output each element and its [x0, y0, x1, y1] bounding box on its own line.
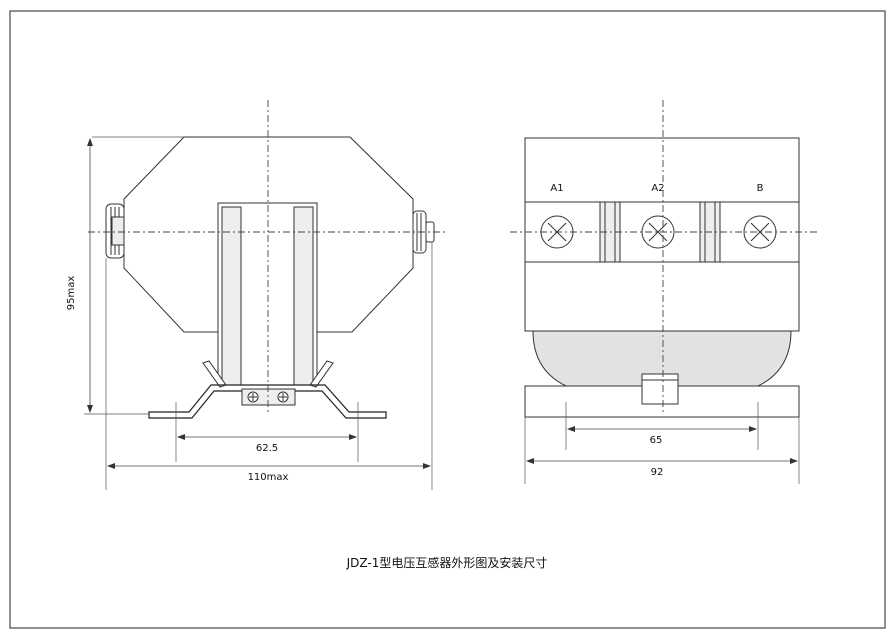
left-terminal-knob: [105, 203, 125, 259]
terminal-label-a1: A1: [550, 183, 563, 194]
side-view: A1 A2 B: [510, 100, 820, 484]
side-bolt-spacing-dimension-label: 65: [650, 435, 663, 446]
screw-icon: [277, 391, 289, 403]
total-width-dimension-label: 110max: [248, 472, 289, 483]
front-view: 95max 62.5 110max: [66, 100, 448, 490]
mounting-bracket: [148, 384, 387, 419]
bolt-spacing-dimension-label: 62.5: [256, 443, 278, 454]
screw-icon: [247, 391, 259, 403]
terminal-label-b: B: [757, 183, 764, 194]
height-dimension-label: 95max: [66, 276, 77, 311]
drawing-border: [9, 10, 886, 629]
nameplate-tab: [641, 373, 679, 405]
drawing-caption: JDZ-1型电压互感器外形图及安装尺寸: [346, 555, 548, 570]
side-total-width-dimension-label: 92: [651, 467, 664, 478]
terminal-label-a2: A2: [651, 183, 664, 194]
